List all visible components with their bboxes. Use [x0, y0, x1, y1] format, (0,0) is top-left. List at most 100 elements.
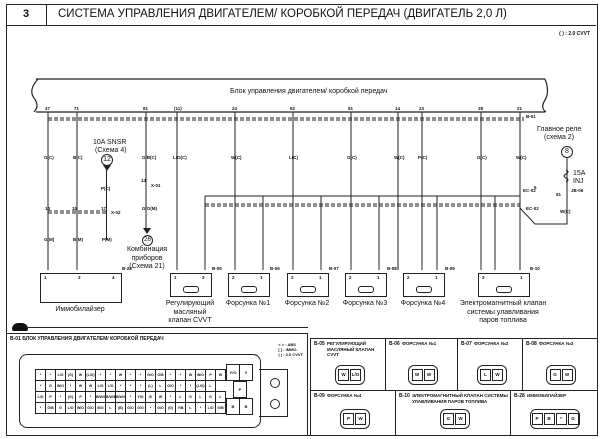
wire-color-label: L(C)	[289, 155, 298, 160]
component-pin: 3	[78, 275, 81, 280]
cluster-label-line: приборов	[131, 254, 163, 262]
ecu-pin-cell: W	[215, 369, 226, 381]
ecu-connector-mount	[259, 369, 288, 417]
component-connector-label: B-10	[530, 266, 540, 271]
component-label-line: паров топлива	[479, 317, 527, 324]
component-pin: 1	[520, 275, 523, 280]
panel-id: B-09	[314, 393, 325, 399]
component-label-line: Электромагнитный клапан	[459, 300, 547, 307]
panel-title: ЭЛЕКТРОМАГНИТНЫЙ КЛАПАН СИСТЕМЫ УЛАВЛИВА…	[412, 393, 508, 404]
connector-pin: G	[443, 413, 454, 425]
component-label: Форсунка №2	[284, 300, 330, 307]
immobilizer-box[interactable]	[40, 273, 122, 303]
coil-icon	[183, 286, 199, 293]
relay-ref-node[interactable]: 8	[561, 146, 573, 158]
panel-id: B-05	[314, 341, 325, 347]
panel-title: ФОРСУНКА №1	[402, 341, 437, 346]
component-pin: 1	[174, 275, 177, 280]
panel-id: B-08	[526, 341, 537, 347]
cvvt-legend: ( ) : 2.0 CVVT	[559, 31, 590, 37]
cluster-label-line: (Схема 21)	[129, 263, 165, 270]
component-box[interactable]	[403, 273, 445, 297]
jb06-pin: 61	[556, 192, 562, 197]
component-connector-label: B-07	[329, 266, 339, 271]
component-pin: 1	[260, 275, 263, 280]
connector-pin: B	[543, 413, 555, 425]
component-pin: 2	[202, 275, 205, 280]
component-label-line: клапан CVVT	[168, 317, 212, 324]
mount-hole	[270, 399, 280, 409]
component-pin: 2	[407, 275, 410, 280]
solenoid-icon	[496, 286, 512, 293]
section-number: 3	[6, 4, 47, 25]
wire-color-label: P(C)	[418, 155, 428, 160]
coil-icon	[241, 286, 257, 293]
ecu-large-pin: B	[226, 398, 240, 415]
component-connector-label: B-05	[212, 266, 222, 271]
divider	[28, 327, 308, 328]
wiring-diagram	[31, 78, 569, 270]
component-box[interactable]	[170, 273, 212, 297]
component-label: Форсунка №4	[400, 300, 446, 307]
ecu-pin-number: 71	[74, 106, 80, 111]
cluster-ref-node[interactable]: 26	[142, 235, 153, 246]
component-box[interactable]	[345, 273, 387, 297]
connector-pin: G	[549, 369, 561, 381]
connector-pin: W	[411, 369, 423, 381]
connector-pin: W	[338, 369, 349, 381]
panel-id: B-07	[461, 341, 472, 347]
ecu-pin-number: 62	[290, 106, 296, 111]
panel-id: B-06	[389, 341, 400, 347]
wire-color-label: B(C)	[73, 155, 83, 160]
component-box[interactable]	[228, 273, 270, 297]
ecu-large-pin: Y/O	[226, 364, 240, 381]
ecu-pin-number: (11)	[174, 106, 182, 111]
connector-pin: G	[567, 413, 579, 425]
ecu-large-pin: Y	[239, 364, 253, 381]
ec02-pin: 5	[534, 185, 537, 190]
component-pin: 2	[291, 275, 294, 280]
ecu-connector-body	[19, 354, 261, 428]
component-pin: 1	[44, 275, 47, 280]
component-pin: 4	[112, 275, 115, 280]
panel-title: ФОРСУНКА №2	[474, 341, 509, 346]
connector-pin: *	[555, 413, 567, 425]
component-box[interactable]	[287, 273, 329, 297]
coil-icon	[416, 286, 432, 293]
component-connector-label: B-08	[387, 266, 397, 271]
jb06-label: JB-06	[571, 188, 584, 193]
component-pin: 1	[319, 275, 322, 280]
connector-pin: W	[455, 413, 466, 425]
x02-pin: 17	[101, 206, 107, 211]
sensor-wire	[106, 170, 107, 240]
sensor-wire-color: P(C)	[101, 186, 111, 191]
cluster-label-line: Комбинация	[126, 246, 168, 253]
panel-id: B-28	[514, 393, 525, 399]
car-icon	[12, 323, 28, 331]
wire-color-label: W(C)	[394, 155, 405, 160]
coil-icon	[300, 286, 316, 293]
ecu-panel-legend: < > : ABS [ ] : IMMO. ( ) : 2.0 CVVT	[278, 342, 303, 357]
wire-color-label: P(M)	[102, 237, 112, 242]
component-label-line: масляный	[173, 308, 207, 316]
mount-hole	[270, 378, 280, 388]
component-connector-label: B-09	[445, 266, 455, 271]
connector-pin: L/O	[350, 369, 361, 381]
connector-pin: P	[531, 413, 543, 425]
ecu-pin-number: 28	[478, 106, 484, 111]
panel-id: B-10	[399, 393, 410, 399]
connector-pin: W	[355, 413, 366, 425]
wire-color-label: W(C)	[231, 155, 242, 160]
legend-line: [ ] : IMMO.	[278, 347, 298, 352]
ec02-label: EC-02	[526, 206, 539, 211]
ecu-panel-title: B-01 БЛОК УПРАВЛЕНИЯ ДВИГАТЕЛЕМ/ КОРОБКО…	[10, 336, 164, 342]
x01-pin: 14	[141, 178, 147, 183]
cluster-label: Комбинация приборов (Схема 21)	[121, 246, 173, 272]
component-box[interactable]	[478, 273, 530, 297]
